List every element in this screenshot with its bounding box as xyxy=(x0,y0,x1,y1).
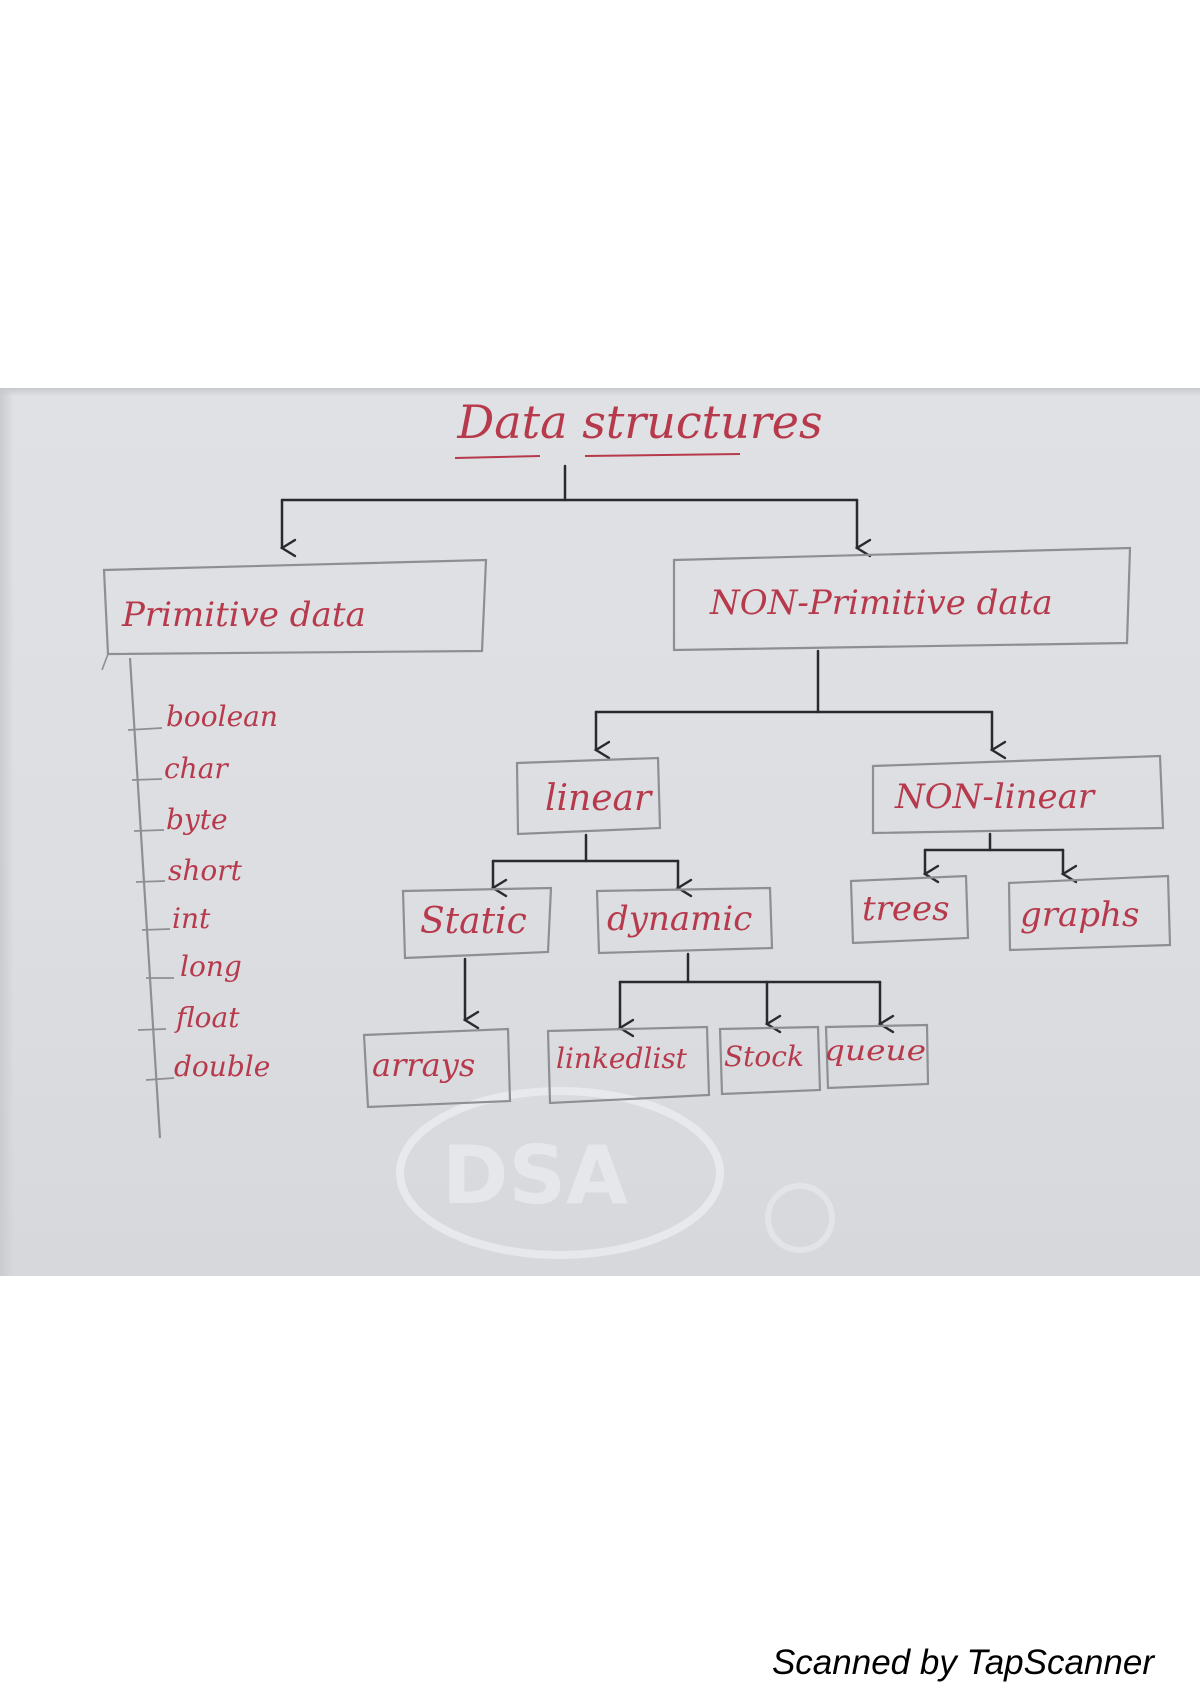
primitive-item-boolean: boolean xyxy=(166,700,278,733)
static-label: Static xyxy=(420,901,527,942)
watermark-mark xyxy=(765,1183,835,1253)
scanner-footer-text: Scanned by TapScanner xyxy=(771,1643,1154,1682)
primitive-items: boolean char byte short int long float d… xyxy=(164,700,278,1083)
scanned-photo: DSA Data structures Primitive data NON-P… xyxy=(0,388,1200,1276)
primitive-item-double: double xyxy=(174,1050,270,1083)
non-linear-box: NON-linear xyxy=(871,754,1165,835)
non-primitive-data-box: NON-Primitive data xyxy=(672,546,1132,652)
title-connectors xyxy=(279,464,872,558)
primitive-data-box: Primitive data xyxy=(101,558,488,671)
non-primitive-connectors xyxy=(593,649,1007,760)
trees-box: trees xyxy=(849,874,970,945)
primitive-item-int: int xyxy=(172,902,211,935)
primitive-item-byte: byte xyxy=(166,803,228,836)
dynamic-connectors xyxy=(617,952,895,1038)
queue-box: queue xyxy=(824,1023,930,1090)
static-box: Static xyxy=(401,886,553,960)
primitive-item-char: char xyxy=(164,752,229,785)
diagram-title: Data structures xyxy=(456,395,822,449)
stock-label: Stock xyxy=(724,1040,804,1073)
linear-connectors xyxy=(490,833,693,898)
non-primitive-data-label: NON-Primitive data xyxy=(709,583,1053,623)
primitive-item-short: short xyxy=(168,854,243,887)
arrays-box: arrays xyxy=(362,1027,512,1109)
title-underline xyxy=(454,453,741,459)
graphs-box: graphs xyxy=(1007,874,1172,952)
primitive-list-trunk xyxy=(128,657,162,1139)
data-structures-diagram: DSA Data structures Primitive data NON-P… xyxy=(101,395,1172,1259)
queue-label: queue xyxy=(824,1034,926,1067)
linear-label: linear xyxy=(545,778,653,819)
non-linear-label: NON-linear xyxy=(894,777,1096,817)
primitive-item-long: long xyxy=(180,950,242,983)
linkedlist-box: linkedlist xyxy=(546,1025,711,1105)
linkedlist-label: linkedlist xyxy=(556,1042,688,1075)
primitive-item-float: float xyxy=(174,1001,240,1034)
dynamic-label: dynamic xyxy=(607,899,752,939)
primitive-list xyxy=(127,727,175,1081)
trees-label: trees xyxy=(862,889,950,929)
arrays-label: arrays xyxy=(372,1046,475,1084)
primitive-data-label: Primitive data xyxy=(121,595,366,635)
dynamic-box: dynamic xyxy=(595,886,774,955)
watermark-oval xyxy=(396,1087,724,1259)
watermark-text: DSA xyxy=(442,1129,628,1222)
graphs-label: graphs xyxy=(1020,895,1139,935)
non-linear-connectors xyxy=(922,832,1078,884)
stock-box: Stock xyxy=(718,1025,822,1096)
linear-box: linear xyxy=(515,756,662,836)
